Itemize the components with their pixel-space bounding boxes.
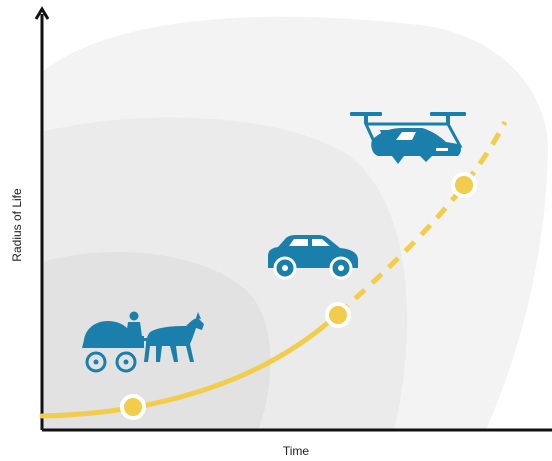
curve-marker-3	[451, 172, 477, 198]
horse-carriage-icon	[82, 311, 204, 373]
x-axis-label: Time	[282, 444, 310, 458]
y-axis-label: Radius of Life	[10, 188, 24, 262]
flying-car-icon	[350, 112, 466, 164]
curve-marker-2	[325, 302, 351, 328]
curve-solid	[39, 311, 341, 419]
y-axis-arrow	[34, 6, 50, 20]
curve-marker-1	[120, 394, 146, 420]
car-icon	[268, 235, 358, 280]
